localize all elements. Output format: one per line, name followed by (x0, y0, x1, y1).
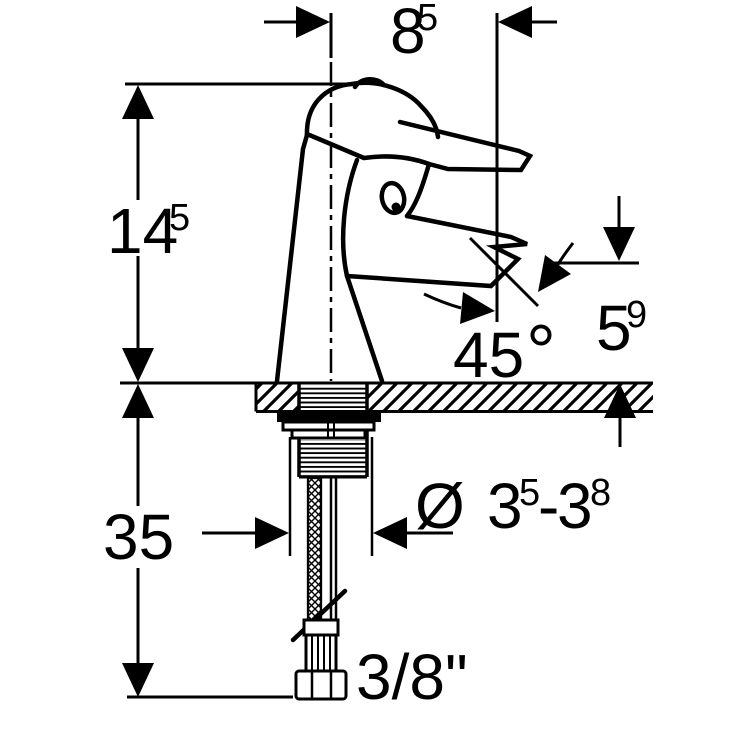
cap-dome (304, 80, 441, 140)
dim-hole-diameter: Ø 3 5 - 3 8 (202, 437, 611, 556)
cap-rim (304, 131, 432, 167)
dim-total-height-sup: 5 (169, 197, 190, 239)
body-left-edge (274, 132, 310, 384)
hose-hex-nut (294, 669, 348, 701)
arrow-right-icon (296, 6, 330, 38)
mounting-hardware (277, 384, 381, 479)
dim-diameter-min-sup: 5 (519, 472, 540, 514)
arrow-up-icon (604, 384, 636, 418)
dim-angle-unit: ° (526, 309, 556, 393)
spout (344, 213, 528, 289)
arrow-down-icon (122, 348, 154, 382)
arrow-up-icon (122, 85, 154, 119)
shank-threads (300, 440, 366, 477)
dim-diameter-symbol: Ø (415, 470, 465, 542)
dim-length-below: 35 (103, 384, 293, 699)
body-screw-dot-icon (391, 202, 401, 212)
arrow-down-left-icon (538, 255, 571, 292)
arrow-left-icon (373, 517, 407, 549)
hose-break-mark (290, 588, 348, 643)
angle-reference-line (468, 236, 540, 308)
cap-bump (352, 77, 387, 90)
arrow-left-icon (498, 6, 532, 38)
arrow-up-icon (122, 384, 154, 418)
dim-spout-reach-sup: 5 (417, 0, 438, 39)
supply-hose (290, 476, 348, 701)
arrow-down-icon (603, 227, 635, 261)
dim-spout-angle: 45 ° (423, 236, 575, 393)
deck-hatch-right (368, 384, 653, 411)
arrow-right-icon (460, 292, 495, 324)
neck-edge (404, 161, 432, 219)
label-hose-connection: 3/8" (356, 641, 468, 713)
shank-threads-in-hole (299, 385, 367, 411)
lever-handle (397, 119, 534, 173)
countertop (120, 381, 653, 413)
dim-diameter-separator: - (538, 470, 559, 542)
faucet-body (274, 62, 534, 384)
dim-outlet-height-sup: 9 (626, 294, 647, 336)
dim-diameter-max: 3 (557, 470, 593, 542)
dim-diameter-min: 3 (487, 470, 523, 542)
dim-diameter-max-sup: 8 (590, 472, 611, 514)
hose-ribbed-section (304, 633, 338, 673)
arrow-down-icon (122, 663, 154, 697)
dim-outlet-height-value: 5 (596, 292, 632, 364)
dim-total-height-value: 14 (107, 195, 178, 267)
braided-hose (306, 476, 323, 622)
dim-length-below-value: 35 (103, 501, 174, 573)
deck-hatch-left (257, 384, 298, 411)
arrow-right-icon (255, 517, 289, 549)
body-right-edge (340, 157, 385, 384)
dim-spout-reach: 8 5 (264, 0, 557, 322)
dim-angle-value: 45 (453, 319, 524, 391)
body-screw-hole-icon (379, 180, 407, 216)
hose-crimp-collar (302, 618, 340, 637)
dim-spout-reach-value: 8 (390, 0, 426, 67)
dim-outlet-height: 5 9 (545, 196, 647, 447)
dim-total-height: 14 5 (107, 82, 345, 382)
angle-leader (423, 292, 462, 310)
rubber-washer (277, 412, 381, 422)
hose-connection-value: 3/8" (356, 641, 468, 713)
